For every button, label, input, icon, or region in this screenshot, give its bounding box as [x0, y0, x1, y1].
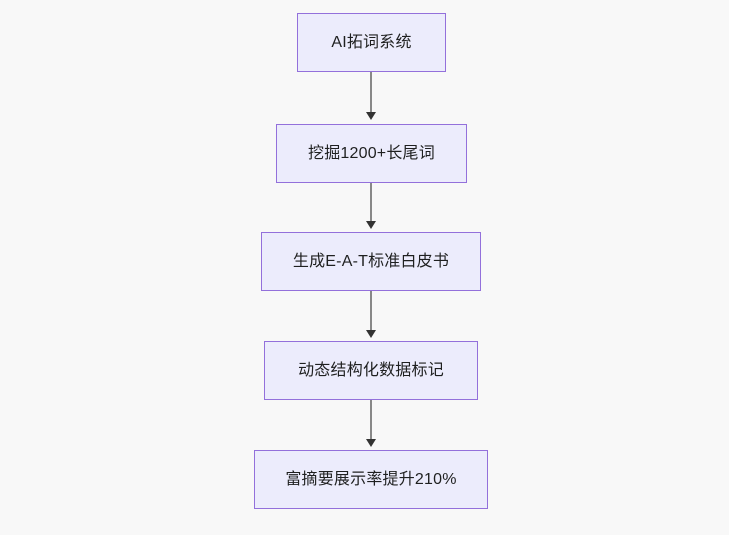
- flow-edge-4-arrowhead-icon: [366, 439, 376, 447]
- flow-node-dynamic-structured-data-markup[interactable]: 动态结构化数据标记: [264, 341, 478, 400]
- flow-node-label: 挖掘1200+长尾词: [308, 144, 435, 162]
- flow-node-mine-longtail-keywords[interactable]: 挖掘1200+长尾词: [276, 124, 467, 183]
- flow-node-generate-eat-whitepaper[interactable]: 生成E-A-T标准白皮书: [261, 232, 481, 291]
- flow-edge-2-arrowhead-icon: [366, 221, 376, 229]
- flow-node-label: 动态结构化数据标记: [298, 361, 444, 379]
- flow-edge-1-arrowhead-icon: [366, 112, 376, 120]
- flow-node-ai-keyword-system[interactable]: AI拓词系统: [297, 13, 446, 72]
- flow-edge-4-line: [370, 400, 372, 442]
- flow-edge-1-line: [370, 72, 372, 116]
- flow-node-label: 富摘要展示率提升210%: [285, 470, 457, 488]
- flow-edge-3-line: [370, 291, 372, 333]
- flow-edge-3-arrowhead-icon: [366, 330, 376, 338]
- flow-node-label: 生成E-A-T标准白皮书: [292, 252, 450, 270]
- flow-edge-2-line: [370, 183, 372, 224]
- flow-node-rich-snippet-impression-uplift[interactable]: 富摘要展示率提升210%: [254, 450, 488, 509]
- flow-node-label: AI拓词系统: [331, 33, 412, 51]
